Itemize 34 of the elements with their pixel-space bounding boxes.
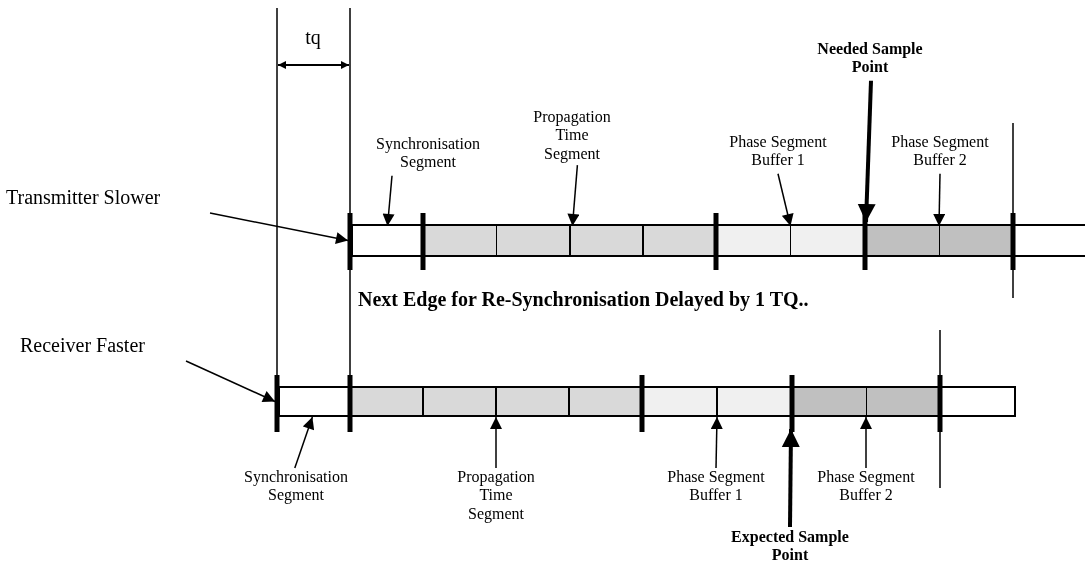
- bit-segment: [423, 226, 716, 255]
- segment-label: Synchronisation Segment: [368, 135, 488, 172]
- bit-segment: [716, 226, 865, 255]
- segment-label: Phase Segment Buffer 1: [712, 133, 844, 170]
- segment-label: Phase Segment Buffer 2: [800, 468, 932, 505]
- dimension-label: tq: [304, 26, 322, 49]
- timing-bar: [277, 386, 1016, 417]
- segment-label: Synchronisation Segment: [236, 468, 356, 505]
- bit-segment: [642, 388, 792, 415]
- leader-arrow: [710, 416, 723, 469]
- segment-label: Propagation Time Segment: [451, 468, 541, 524]
- leader-arrow: [185, 360, 276, 403]
- segment-label: Phase Segment Buffer 2: [874, 133, 1006, 170]
- segment-label: Phase Segment Buffer 1: [650, 468, 782, 505]
- signal-label: Receiver Faster: [20, 334, 190, 357]
- timing-bar: [350, 224, 1085, 257]
- leader-arrow: [860, 416, 872, 469]
- leader-arrow: [294, 416, 315, 469]
- leader-arrow: [382, 175, 395, 227]
- leader-arrow: [933, 173, 946, 227]
- signal-label: Transmitter Slower: [6, 186, 212, 209]
- leader-arrow: [777, 173, 794, 227]
- bit-segment: [865, 226, 1013, 255]
- sample-point-label: Needed Sample Point: [800, 40, 940, 77]
- leader-arrow: [490, 416, 502, 469]
- leader-arrow: [209, 212, 349, 245]
- bit-segment: [792, 388, 940, 415]
- annotation-text: Next Edge for Re-Synchronisation Delayed by 1 TQ..: [358, 288, 810, 311]
- pointer-arrow: [781, 428, 800, 528]
- bit-segment: [350, 388, 642, 415]
- leader-arrow: [567, 164, 580, 227]
- pointer-arrow: [857, 80, 876, 223]
- sample-point-label: Expected Sample Point: [715, 528, 865, 565]
- segment-label: Propagation Time Segment: [527, 108, 617, 164]
